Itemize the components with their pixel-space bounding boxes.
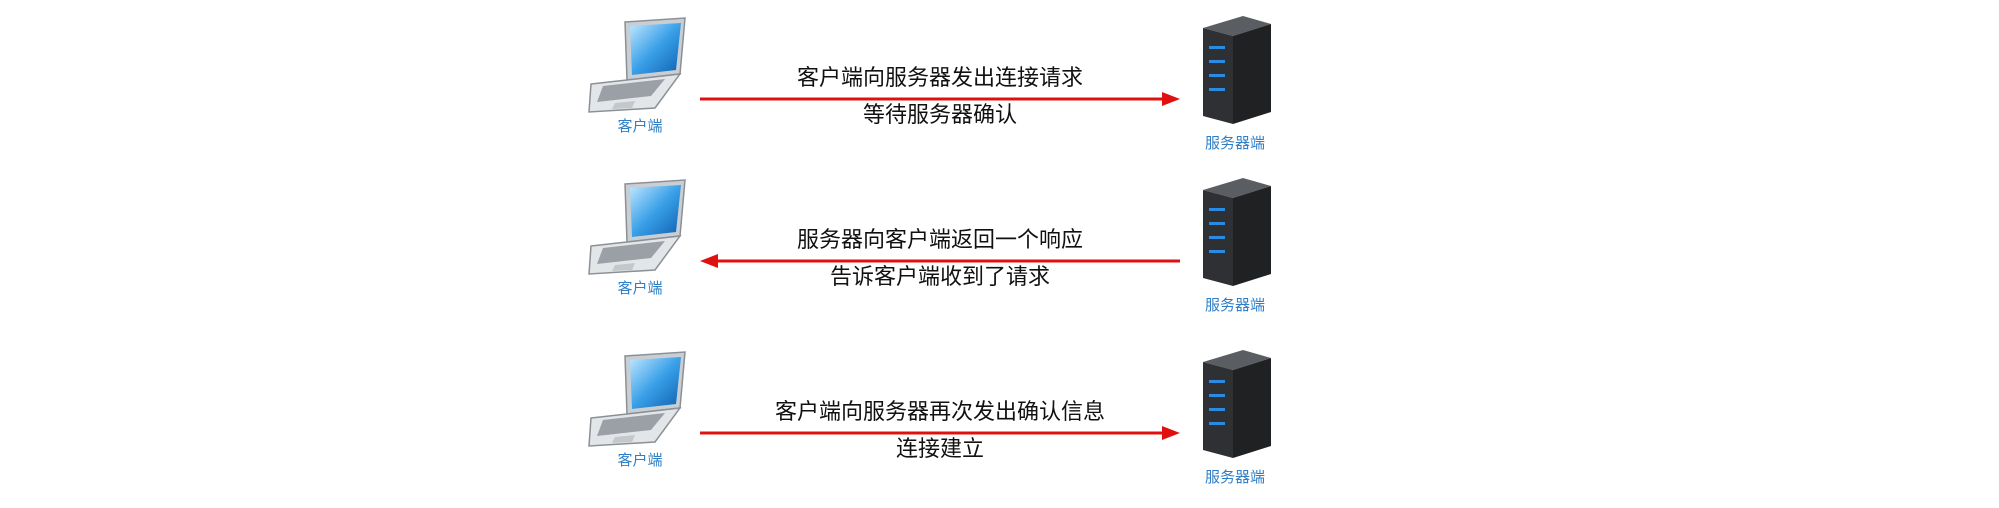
client-label: 客户端 <box>617 279 663 297</box>
message-line-2: 连接建立 <box>895 437 984 462</box>
message-line-2: 等待服务器确认 <box>862 103 1017 128</box>
message-line-2: 告诉客户端收到了请求 <box>829 265 1050 290</box>
server-label: 服务器端 <box>1204 468 1265 486</box>
laptop-icon <box>588 179 686 275</box>
server-icon <box>1203 350 1271 458</box>
server-label: 服务器端 <box>1204 134 1265 152</box>
server-icon <box>1203 16 1271 124</box>
laptop-icon <box>588 17 686 113</box>
handshake-step-3: 客户端 服务器端 客户端向服务器再次发出确认信息 连接建立 <box>0 346 1999 506</box>
arrow-left <box>700 254 1180 268</box>
handshake-step-1: 客户端 服务器端 客户端向服务器发出连接请求 等待服务器确认 <box>0 12 1999 172</box>
handshake-step-2: 客户端 服务器端 服务器向客户端返回一个响应 告诉客户端收到了请求 <box>0 174 1999 334</box>
server-label: 服务器端 <box>1204 296 1265 314</box>
server-icon <box>1203 178 1271 286</box>
message-line-1: 客户端向服务器再次发出确认信息 <box>774 400 1105 425</box>
message-line-1: 服务器向客户端返回一个响应 <box>796 228 1083 253</box>
arrow-right <box>700 426 1180 440</box>
client-label: 客户端 <box>617 451 663 469</box>
client-label: 客户端 <box>617 117 663 135</box>
laptop-icon <box>588 351 686 447</box>
arrow-right <box>700 92 1180 106</box>
message-line-1: 客户端向服务器发出连接请求 <box>796 66 1083 91</box>
